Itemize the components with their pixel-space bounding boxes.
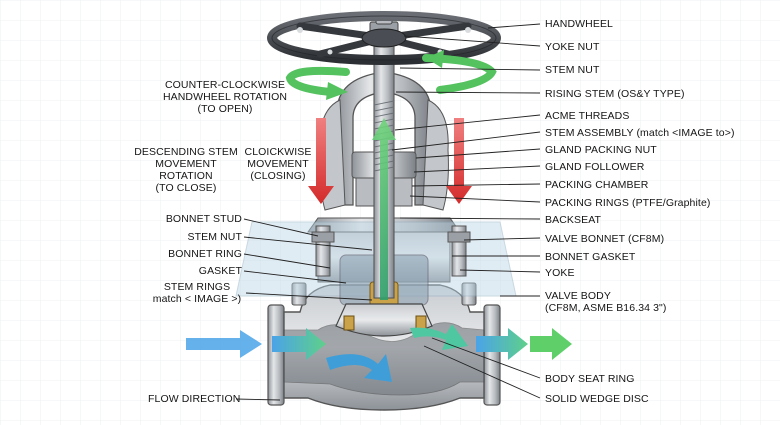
rotation-arrows — [285, 50, 497, 100]
bonnet-studs — [311, 225, 471, 277]
label-bonnet-gasket: BONNET GASKET — [545, 251, 636, 263]
label-valve-bonnet: VALVE BONNET (CF8M) — [545, 233, 665, 245]
label-packing-rings: PACKING RINGS (PTFE/Graphite) — [545, 197, 711, 209]
label-yoke-nut: YOKE NUT — [545, 41, 600, 53]
label-gasket: GASKET — [198, 265, 242, 277]
leader-lines-right — [391, 23, 541, 399]
label-yoke: YOKE — [545, 267, 575, 279]
label-solid-wedge-disc: SOLID WEDGE DISC — [545, 393, 649, 405]
label-handwheel: HANDWHEEL — [545, 18, 613, 30]
label-stem-assembly: STEM ASSEMBLY (match <IMAGE to>) — [545, 127, 735, 139]
label-bonnet-stud: BONNET STUD — [165, 213, 242, 225]
label-descending-stem: DESCENDING STEM MOVEMENT ROTATION (TO CL… — [134, 146, 238, 194]
label-clockwise-movement: CLOICKWISE MOVEMENT (CLOSING) — [244, 146, 312, 182]
label-stem-nut: STEM NUT — [545, 64, 600, 76]
label-gland-follower: GLAND FOLLOWER — [545, 161, 645, 173]
stem-up-arrow — [372, 118, 396, 300]
label-acme-threads: ACME THREADS — [545, 110, 630, 122]
label-ccw-rotation: COUNTER-CLOCKWISE HANDWHEEL ROTATION (TO… — [162, 79, 288, 115]
label-bonnet-ring: BONNET RING — [168, 248, 242, 260]
label-packing-chamber: PACKING CHAMBER — [545, 179, 649, 191]
flow-arrows — [186, 324, 572, 382]
label-backseat: BACKSEAT — [545, 214, 602, 226]
label-gland-packing-nut: GLAND PACKING NUT — [545, 144, 657, 156]
closing-arrows — [308, 118, 472, 204]
wedge-disc — [335, 303, 433, 337]
label-body-seat-ring: BODY SEAT RING — [545, 373, 635, 385]
label-stem-rings: STEM RINGS match < IMAGE >) — [152, 281, 242, 305]
label-rising-stem: RISING STEM (OS&Y TYPE) — [545, 88, 685, 100]
leader-lines-left — [235, 218, 373, 401]
label-flow-direction: FLOW DIRECTION — [148, 393, 241, 405]
label-valve-body: VALVE BODY (CF8M, ASME B16.34 3") — [545, 290, 667, 314]
handwheel — [267, 11, 501, 65]
label-stem-nut-left: STEM NUT — [187, 231, 242, 243]
